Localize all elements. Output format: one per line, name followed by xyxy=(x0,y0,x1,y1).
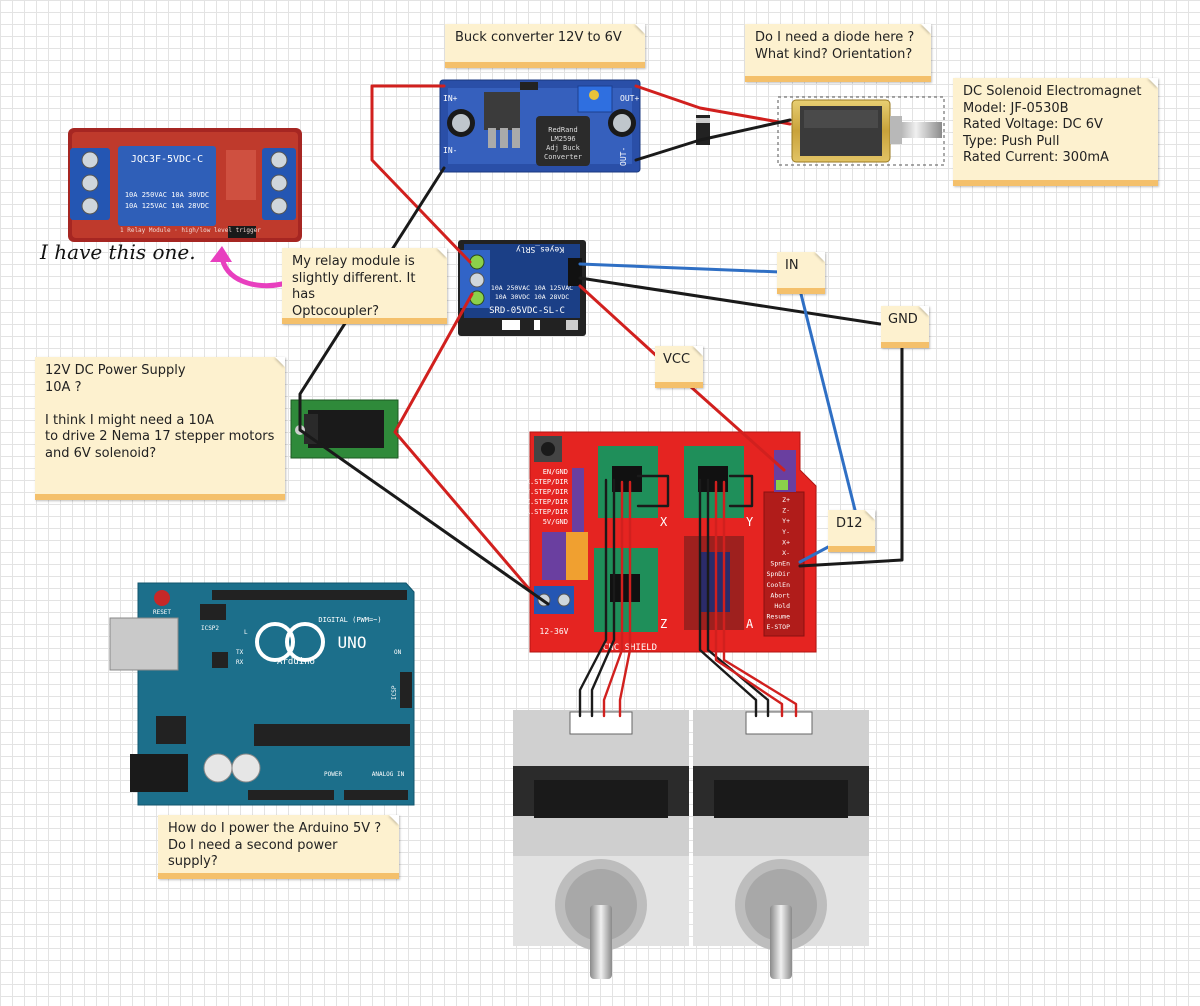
cnc-endstop-label: Hold xyxy=(774,602,790,610)
cnc-endstop-label: Z+ xyxy=(782,496,790,504)
wire-red-buck-out xyxy=(634,84,792,126)
cnc-endstop-label: Resume xyxy=(767,613,791,621)
cnc-endstop-label: Y+ xyxy=(782,517,790,525)
buck-chip-line-1: RedRand xyxy=(548,126,578,134)
stepper-motor-right xyxy=(693,710,869,979)
wire-black-buck-gnd xyxy=(298,166,550,606)
cnc-label-5v-gnd: 5V/GND xyxy=(543,518,568,526)
cnc-endstop-label: Y- xyxy=(782,528,790,536)
handwriting-note: I have this one. xyxy=(39,240,196,264)
relay-module-blue: Keyes_SRly 10A 250VAC 10A 125VAC 10A 30V… xyxy=(458,240,586,336)
relay-module-red: JQC3F-5VDC-C 10A 250VAC 10A 30VDC 10A 12… xyxy=(68,128,302,242)
label-in: IN xyxy=(777,252,825,294)
dc-power-jack xyxy=(290,399,399,459)
cnc-endstop-label: SpnDir xyxy=(767,570,791,578)
buck-out-minus: OUT- xyxy=(619,147,628,166)
note-relay-module: My relay module is slightly different. I… xyxy=(282,248,447,324)
buck-converter: RedRand LM2596 Adj Buck Converter IN+ IN… xyxy=(439,79,641,173)
note-power-supply: 12V DC Power Supply 10A ? I think I migh… xyxy=(35,357,285,500)
buck-chip-line-3: Adj Buck xyxy=(546,144,581,152)
cnc-label-y-step: Y.STEP/DIR xyxy=(526,488,569,496)
cnc-axis-a: A xyxy=(746,617,754,631)
cnc-label-x-step: X.STEP/DIR xyxy=(526,478,569,486)
arduino-tx-label: TX xyxy=(236,649,244,656)
cnc-label-en-gnd: EN/GND xyxy=(543,468,568,476)
wire-blue-in-to-d12 xyxy=(798,288,858,516)
label-d12: D12 xyxy=(828,510,875,552)
wire-blue-in xyxy=(578,262,782,274)
cnc-axis-x: X xyxy=(660,515,668,529)
note-diode-question: Do I need a diode here ? What kind? Orie… xyxy=(745,24,931,82)
wire-black-buck-out-gnd xyxy=(634,118,792,162)
cnc-endstop-label: X+ xyxy=(782,538,790,546)
arduino-uno: RESET ICSP2 DIGITAL (PWM=~) UNO Arduino … xyxy=(109,582,415,806)
relay-red-footer: 1 Relay Module · high/low level trigger xyxy=(120,227,261,234)
stepper-motor-left xyxy=(513,710,689,979)
buck-in-plus: IN+ xyxy=(443,94,458,103)
cnc-endstop-label: X- xyxy=(782,549,790,557)
arduino-l-label: L xyxy=(244,629,248,636)
arduino-analog-label: ANALOG IN xyxy=(372,771,405,778)
arduino-power-label: POWER xyxy=(324,771,342,778)
cnc-endstop-label: Z- xyxy=(782,507,790,515)
wire-motor-right-5 xyxy=(728,474,754,508)
wire-motor-right-1 xyxy=(698,478,758,718)
relay-red-rating-1: 10A 250VAC 10A 30VDC xyxy=(125,191,209,199)
wire-red-buck-in xyxy=(370,84,472,264)
arduino-model-label: UNO xyxy=(338,633,367,652)
pointer-arrow xyxy=(210,246,285,289)
label-vcc: VCC xyxy=(655,346,703,388)
wire-black-gnd-to-cnc xyxy=(798,342,904,568)
arduino-digital-label: DIGITAL (PWM=~) xyxy=(318,616,381,624)
buck-in-minus: IN- xyxy=(443,146,457,155)
cnc-right-labels: Z+ Z- Y+ Y- X+ X- SpnEnSpnDirCoolEnAbortHoldRe… xyxy=(767,496,791,631)
buck-chip-line-4: Converter xyxy=(544,153,582,161)
wire-motor-left-5 xyxy=(636,474,670,508)
cnc-endstop-label: E-STOP xyxy=(767,623,791,631)
wire-motor-left-2 xyxy=(590,478,616,718)
relay-blue-model: SRD-05VDC-SL-C xyxy=(489,306,565,316)
relay-blue-rating-2: 10A 30VDC 10A 28VDC xyxy=(495,293,569,301)
wire-motor-left-4 xyxy=(618,480,632,718)
arduino-icsp2-label: ICSP2 xyxy=(201,625,219,632)
wire-blue-d12-to-cnc xyxy=(798,544,832,564)
arduino-on-label: ON xyxy=(394,649,402,656)
cnc-endstop-label: CoolEn xyxy=(767,581,791,589)
arduino-reset-label: RESET xyxy=(153,609,171,616)
wire-motor-left-3 xyxy=(602,480,624,718)
wire-motor-right-3 xyxy=(714,480,784,718)
relay-red-rating-2: 10A 125VAC 10A 28VDC xyxy=(125,202,209,210)
cnc-axis-z: Z xyxy=(660,617,667,631)
relay-blue-rating-1: 10A 250VAC 10A 125VAC xyxy=(491,284,573,292)
cnc-power-label: 12-36V xyxy=(540,627,569,636)
cnc-endstop-label: SpnEn xyxy=(770,560,790,568)
wire-black-relay-gnd xyxy=(578,276,882,326)
cnc-shield: EN/GND X.STEP/DIR Y.STEP/DIR Z.STEP/DIR … xyxy=(526,431,817,653)
relay-red-model: JQC3F-5VDC-C xyxy=(131,154,203,165)
wire-motor-left-1 xyxy=(578,478,608,718)
cnc-label-z-step: Z.STEP/DIR xyxy=(526,498,569,506)
wire-motor-right-4 xyxy=(722,480,798,718)
cnc-label-a-step: A.STEP/DIR xyxy=(526,508,569,516)
buck-chip-line-2: LM2596 xyxy=(550,135,575,143)
wire-red-relay-no-to-supply xyxy=(393,292,532,592)
cnc-endstop-label: Abort xyxy=(770,591,790,599)
label-gnd: GND xyxy=(881,306,929,348)
note-arduino-power: How do I power the Arduino 5V ? Do I nee… xyxy=(158,815,399,879)
relay-blue-brand: Keyes_SRly xyxy=(516,245,564,254)
solenoid xyxy=(777,96,945,166)
buck-out-plus: OUT+ xyxy=(620,94,639,103)
arduino-icsp-label: ICSP xyxy=(391,685,398,700)
note-solenoid-specs: DC Solenoid Electromagnet Model: JF-0530… xyxy=(953,78,1158,186)
arduino-rx-label: RX xyxy=(236,659,244,666)
note-buck-converter: Buck converter 12V to 6V xyxy=(445,24,645,68)
arduino-brand-label: Arduino xyxy=(277,657,315,667)
cnc-axis-y: Y xyxy=(746,515,754,529)
